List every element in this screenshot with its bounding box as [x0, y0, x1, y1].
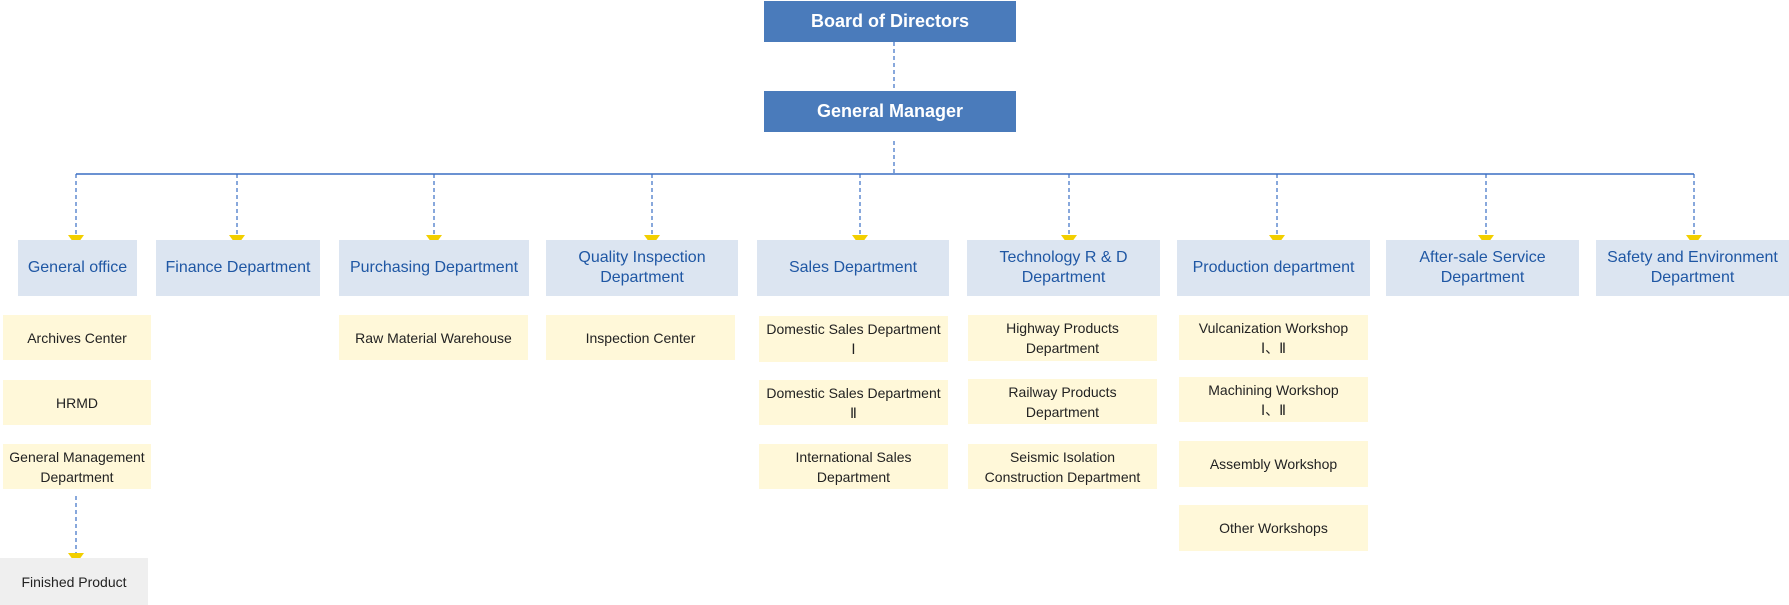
dept-after-sale: After-sale Service Department [1386, 240, 1579, 296]
sub-other-workshops: Other Workshops [1179, 505, 1368, 551]
sub-vulcanization-workshop: Vulcanization Workshop Ⅰ、Ⅱ [1179, 315, 1368, 360]
sub-machining-workshop: Machining Workshop Ⅰ、Ⅱ [1179, 377, 1368, 422]
sub-general-management: General Management Department [3, 444, 151, 489]
sub-raw-material-warehouse: Raw Material Warehouse [339, 315, 528, 360]
sub-inspection-center: Inspection Center [546, 315, 735, 360]
dept-finance: Finance Department [156, 240, 320, 296]
board-of-directors-node: Board of Directors [764, 1, 1016, 42]
sub-assembly-workshop: Assembly Workshop [1179, 441, 1368, 487]
general-manager-node: General Manager [764, 91, 1016, 132]
dept-general-office: General office [18, 240, 137, 296]
sub-highway-products: Highway Products Department [968, 315, 1157, 361]
sub-archives-center: Archives Center [3, 315, 151, 360]
sub-railway-products: Railway Products Department [968, 379, 1157, 424]
sub-domestic-sales-2: Domestic Sales Department Ⅱ [759, 380, 948, 425]
dept-technology: Technology R & D Department [967, 240, 1160, 296]
dept-safety-environment: Safety and Environment Department [1596, 240, 1789, 296]
sub-hrmd: HRMD [3, 380, 151, 425]
sub-seismic-isolation: Seismic Isolation Construction Departmen… [968, 444, 1157, 489]
dept-sales: Sales Department [757, 240, 949, 296]
dept-quality-inspection: Quality Inspection Department [546, 240, 738, 296]
sub-domestic-sales-1: Domestic Sales Department Ⅰ [759, 316, 948, 362]
dept-production: Production department [1177, 240, 1370, 296]
dept-purchasing: Purchasing Department [339, 240, 529, 296]
sub-international-sales: International Sales Department [759, 444, 948, 489]
sub-finished-product: Finished Product [0, 558, 148, 605]
